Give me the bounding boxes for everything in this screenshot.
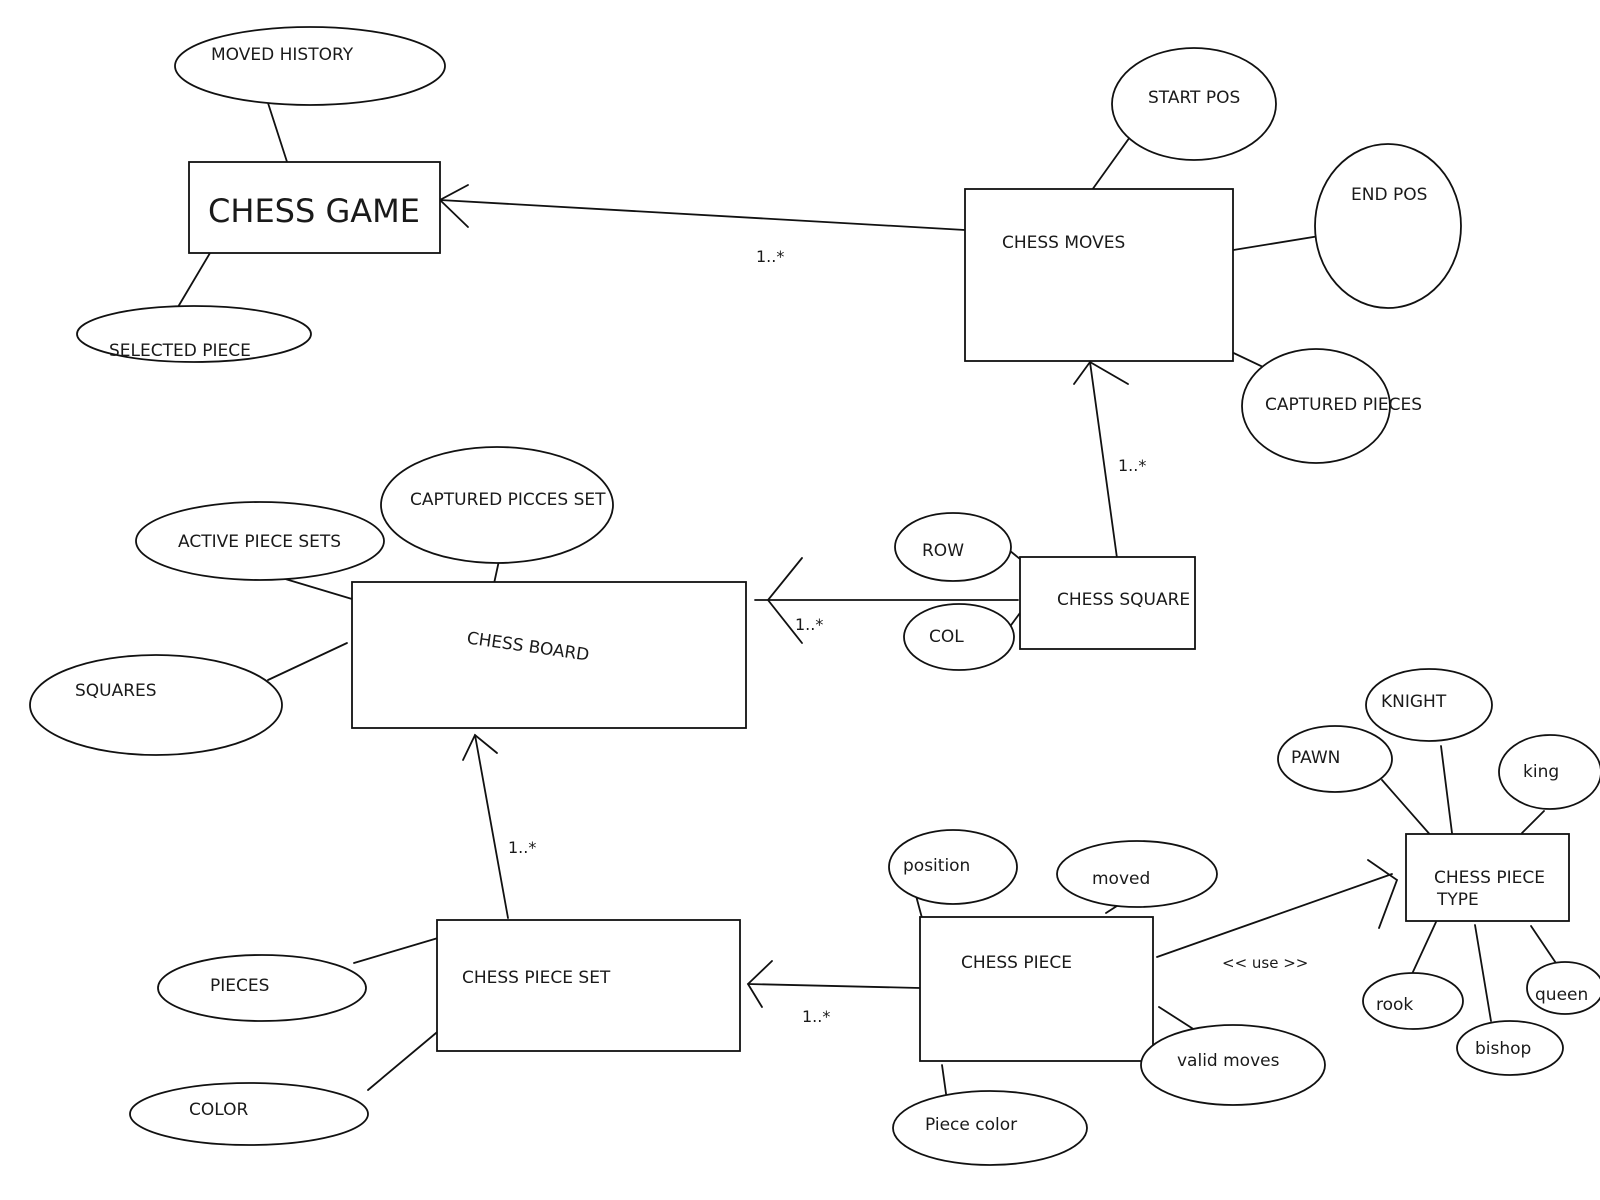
attribute-end-pos: END POS <box>1314 143 1462 309</box>
entity-label-line-1: CHESS PIECE <box>1434 868 1545 888</box>
entity-label: CHESS PIECE <box>961 953 1072 973</box>
attribute-bishop: bishop <box>1456 1020 1564 1076</box>
connector-moved-history <box>267 102 290 169</box>
attribute-label: ACTIVE PIECE SETS <box>178 532 341 552</box>
multiplicity-label: 1..* <box>508 838 536 857</box>
connector-knight <box>1440 745 1453 834</box>
moves-to-game-line <box>439 199 966 231</box>
attribute-moved-history: MOVED HISTORY <box>174 26 446 106</box>
attribute-squares: SQUARES <box>29 654 283 756</box>
attribute-label: START POS <box>1148 88 1240 108</box>
entity-chess-piece-type: CHESS PIECE TYPE <box>1405 833 1570 922</box>
attribute-label: valid moves <box>1177 1051 1280 1071</box>
connector-king <box>1521 810 1545 834</box>
attribute-label: KNIGHT <box>1381 692 1447 712</box>
connector-color <box>367 1027 443 1091</box>
set-to-board-line <box>474 734 509 919</box>
attribute-pawn: PAWN <box>1277 725 1393 793</box>
multiplicity-label: 1..* <box>1118 456 1146 475</box>
relationship-lines <box>174 102 1565 1116</box>
attribute-label: END POS <box>1351 185 1427 205</box>
attribute-label: MOVED HISTORY <box>211 45 354 65</box>
entity-chess-moves: CHESS MOVES <box>964 188 1234 362</box>
attribute-selected-piece: SELECTED PIECE <box>76 305 312 363</box>
entity-label: CHESS SQUARE <box>1057 590 1190 610</box>
connector-squares <box>267 642 348 681</box>
set-to-board-arrowhead <box>462 733 498 761</box>
piece-uses-type-arrowhead <box>1367 859 1399 929</box>
connector-rook <box>1411 921 1437 975</box>
attribute-label: bishop <box>1475 1039 1531 1059</box>
connector-bishop <box>1474 924 1492 1022</box>
entity-label: CHESS GAME <box>208 192 420 230</box>
use-stereotype-label: << use >> <box>1222 954 1308 972</box>
attribute-queen: queen <box>1526 961 1600 1015</box>
attribute-label: ROW <box>922 541 964 561</box>
attribute-label: Piece color <box>925 1115 1017 1135</box>
piece-uses-type-line <box>1156 873 1393 958</box>
attribute-position: position <box>888 829 1018 905</box>
entity-chess-game: CHESS GAME <box>188 161 441 254</box>
attribute-moved: moved <box>1056 840 1218 908</box>
multiplicity-label: 1..* <box>756 247 784 266</box>
attribute-start-pos: START POS <box>1111 47 1277 161</box>
attribute-label: PIECES <box>210 976 269 996</box>
attribute-king: king <box>1498 734 1600 810</box>
entity-chess-square: CHESS SQUARE <box>1019 556 1196 650</box>
attribute-knight: KNIGHT <box>1365 668 1493 742</box>
connector-selected-piece <box>174 252 211 313</box>
attribute-pieces: PIECES <box>157 954 367 1022</box>
attribute-valid-moves: valid moves <box>1140 1024 1326 1106</box>
attribute-label: PAWN <box>1291 748 1340 768</box>
piece-to-set-arrowhead <box>746 960 773 1008</box>
attribute-label: CAPTURED PIECES <box>1265 395 1422 415</box>
attribute-captured-pieces: CAPTURED PIECES <box>1241 348 1422 464</box>
square-to-moves-line <box>1089 361 1118 559</box>
piece-to-set-line <box>747 983 921 989</box>
square-to-moves-arrowhead <box>1073 360 1129 385</box>
entity-chess-board: CHESS BOARD <box>351 581 747 729</box>
connector-pawn <box>1381 779 1434 839</box>
multiplicity-label: 1..* <box>795 615 823 634</box>
attribute-label: CAPTURED PICCES SET <box>410 490 606 510</box>
connector-pieces <box>353 937 439 964</box>
entity-chess-piece: CHESS PIECE <box>919 916 1154 1062</box>
attribute-label: rook <box>1376 995 1413 1015</box>
attribute-active-piece-sets: ACTIVE PIECE SETS <box>135 501 385 581</box>
square-to-board-arrowhead <box>766 557 803 644</box>
entity-label-line-2: TYPE <box>1436 890 1479 910</box>
attribute-color: COLOR <box>129 1082 369 1146</box>
attribute-label: SQUARES <box>75 681 157 701</box>
attribute-label: SELECTED PIECE <box>109 341 251 361</box>
moves-to-game-arrowhead <box>438 184 469 228</box>
attribute-piece-color: Piece color <box>892 1090 1088 1166</box>
attribute-label: COL <box>929 627 964 647</box>
attribute-label: position <box>903 856 970 876</box>
entity-chess-piece-set: CHESS PIECE SET <box>436 919 741 1052</box>
attribute-row: ROW <box>894 512 1012 582</box>
attribute-label: moved <box>1092 869 1150 889</box>
attribute-col: COL <box>903 603 1015 671</box>
connector-valid-moves <box>1158 1006 1199 1033</box>
entity-label: CHESS MOVES <box>1002 233 1125 253</box>
attribute-rook: rook <box>1362 972 1464 1030</box>
multiplicity-label: 1..* <box>802 1007 830 1026</box>
attribute-captured-picces-set: CAPTURED PICCES SET <box>380 446 614 564</box>
attribute-label: king <box>1523 762 1559 782</box>
entity-label: CHESS PIECE SET <box>462 968 611 988</box>
attribute-label: COLOR <box>189 1100 248 1120</box>
attribute-label: queen <box>1535 985 1588 1005</box>
